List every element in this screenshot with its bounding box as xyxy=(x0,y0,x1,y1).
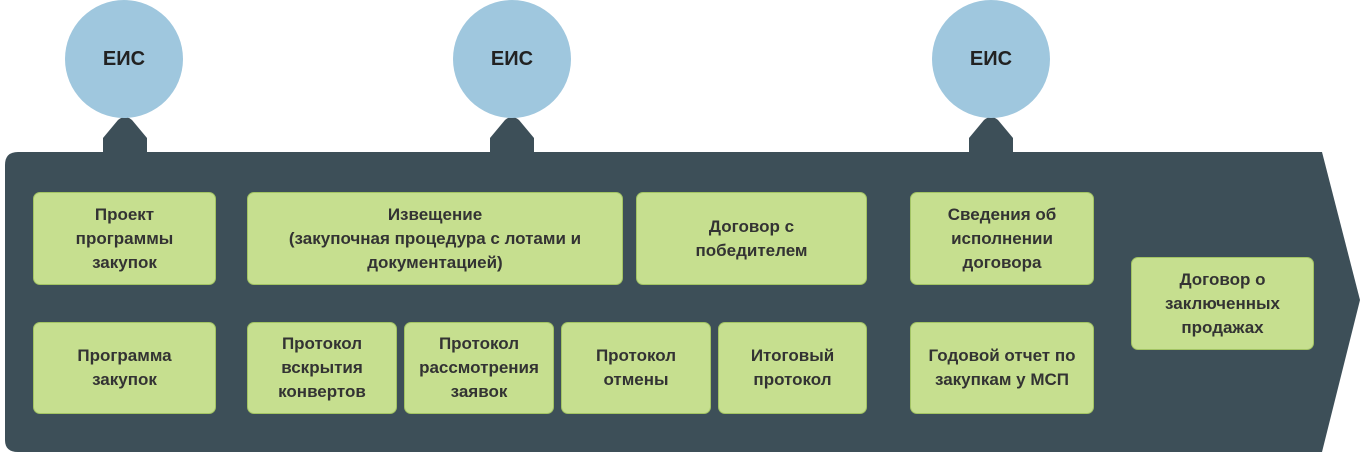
box-plan: Программа закупок xyxy=(33,322,216,414)
box-protocol-review: Протокол рассмотрения заявок xyxy=(404,322,554,414)
box-execution: Сведения об исполнении договора xyxy=(910,192,1094,285)
eis-circle-2: ЕИС xyxy=(453,0,571,118)
eis-circle-3: ЕИС xyxy=(932,0,1050,118)
box-protocol-cancel: Протокол отмены xyxy=(561,322,711,414)
connector-1 xyxy=(103,117,147,152)
eis-circle-1: ЕИС xyxy=(65,0,183,118)
connector-2 xyxy=(490,117,534,152)
box-protocol-final: Итоговый протокол xyxy=(718,322,867,414)
connector-3 xyxy=(969,117,1013,152)
box-sales-contract: Договор о заключенных продажах xyxy=(1131,257,1314,350)
box-contract-winner: Договор с победителем xyxy=(636,192,867,285)
box-protocol-opening: Протокол вскрытия конвертов xyxy=(247,322,397,414)
box-project-plan: Проект программы закупок xyxy=(33,192,216,285)
box-annual-report: Годовой отчет по закупкам у МСП xyxy=(910,322,1094,414)
box-notice: Извещение (закупочная процедура с лотами… xyxy=(247,192,623,285)
